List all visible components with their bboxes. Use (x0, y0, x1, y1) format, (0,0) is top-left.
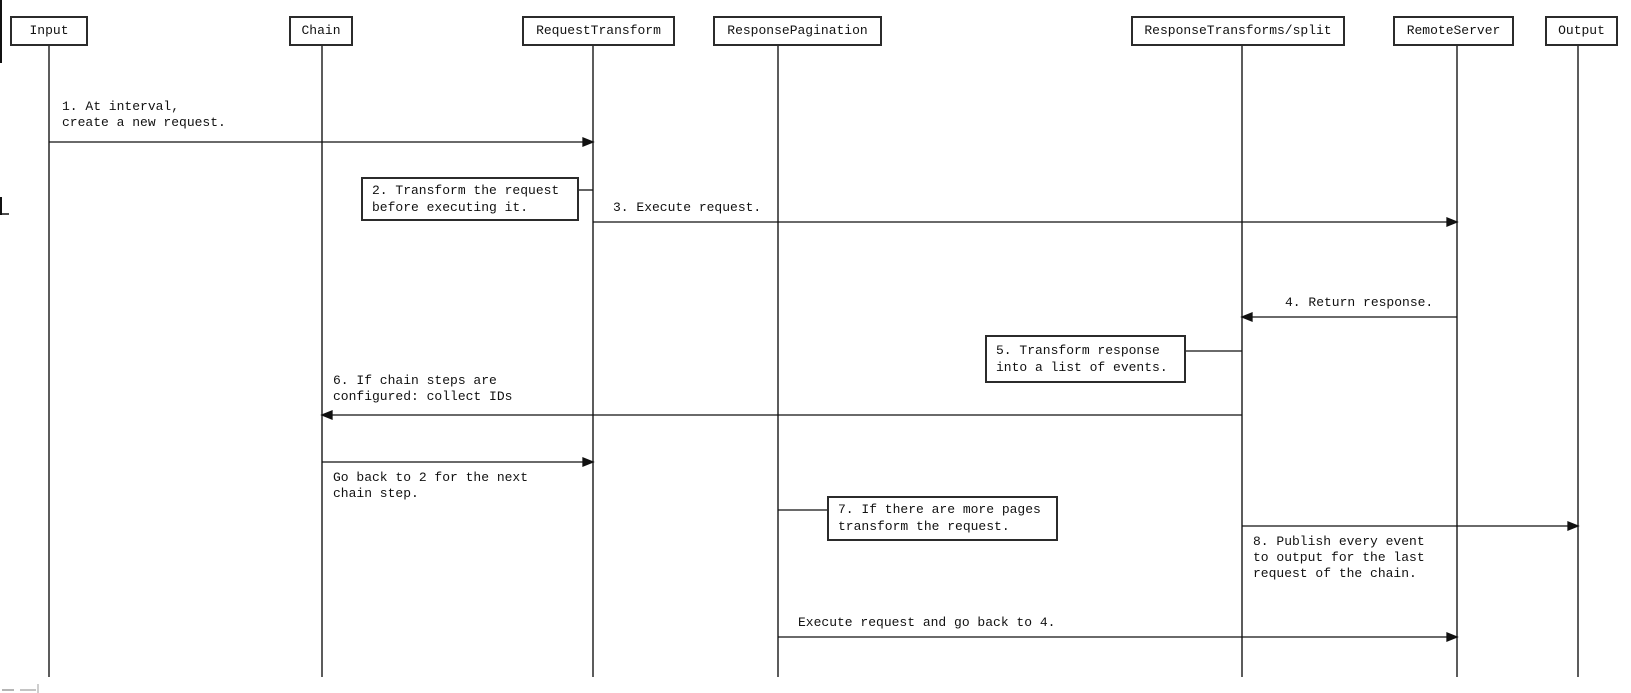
note-5-line-1: 5. Transform response (996, 343, 1160, 358)
participant-box-input: Input (10, 16, 88, 46)
arrowhead-m1 (582, 137, 595, 147)
message-arrows (49, 137, 1580, 642)
message-8-line-1: 8. Publish every event (1253, 534, 1425, 549)
message-4-text: 4. Return response. (1285, 295, 1434, 310)
arrowhead-goback (582, 457, 595, 467)
participant-box-response-transforms-split: ResponseTransforms/split (1131, 16, 1345, 46)
lifelines (48, 46, 1579, 677)
note-7-line-1: 7. If there are more pages (838, 502, 1041, 517)
message-6-label: 6. If chain steps are configured: collec… (333, 373, 512, 405)
message-exec-label: Execute request and go back to 4. (798, 615, 1055, 631)
participant-label-response-transforms-split: ResponseTransforms/split (1144, 23, 1332, 38)
arrowhead-m6 (320, 410, 333, 420)
note-5-box: 5. Transform response into a list of eve… (985, 335, 1186, 383)
message-8-label: 8. Publish every event to output for the… (1253, 534, 1425, 582)
message-1-label: 1. At interval, create a new request. (62, 99, 226, 131)
participant-box-remote-server: RemoteServer (1393, 16, 1514, 46)
participant-box-response-pagination: ResponsePagination (713, 16, 882, 46)
message-goback-label: Go back to 2 for the next chain step. (333, 470, 528, 502)
participant-label-input: Input (29, 23, 69, 38)
participant-label-request-transform: RequestTransform (536, 23, 661, 38)
participant-label-response-pagination: ResponsePagination (727, 23, 868, 38)
message-3-text: 3. Execute request. (613, 200, 762, 215)
message-1-line-2: create a new request. (62, 115, 226, 130)
participant-label-remote-server: RemoteServer (1406, 23, 1501, 38)
message-6-line-2: configured: collect IDs (333, 389, 513, 404)
arrowhead-m4 (1240, 312, 1253, 322)
message-8-line-2: to output for the last (1253, 550, 1425, 565)
message-goback-line-2: chain step. (333, 486, 419, 501)
note-2-line-1: 2. Transform the request (372, 183, 560, 198)
message-3-label: 3. Execute request. (613, 200, 761, 216)
participant-label-chain: Chain (301, 23, 341, 38)
edge-artifacts (0, 0, 39, 693)
note-2-box: 2. Transform the request before executin… (361, 177, 579, 221)
participant-box-chain: Chain (289, 16, 353, 46)
note-5-line-2: into a list of events. (996, 360, 1168, 375)
arrowhead-m3 (1446, 217, 1459, 227)
message-4-label: 4. Return response. (1285, 295, 1433, 311)
participant-box-request-transform: RequestTransform (522, 16, 675, 46)
message-8-line-3: request of the chain. (1253, 566, 1417, 581)
note-2-line-2: before executing it. (372, 200, 529, 215)
note-7-line-2: transform the request. (838, 519, 1010, 534)
arrowhead-m8 (1567, 521, 1580, 531)
message-1-line-1: 1. At interval, (62, 99, 180, 114)
participant-box-output: Output (1545, 16, 1618, 46)
message-6-line-1: 6. If chain steps are (333, 373, 497, 388)
note-7-box: 7. If there are more pages transform the… (827, 496, 1058, 541)
message-exec-text: Execute request and go back to 4. (798, 615, 1056, 630)
arrowhead-exec (1446, 632, 1459, 642)
message-goback-line-1: Go back to 2 for the next (333, 470, 529, 485)
participant-label-output: Output (1558, 23, 1605, 38)
